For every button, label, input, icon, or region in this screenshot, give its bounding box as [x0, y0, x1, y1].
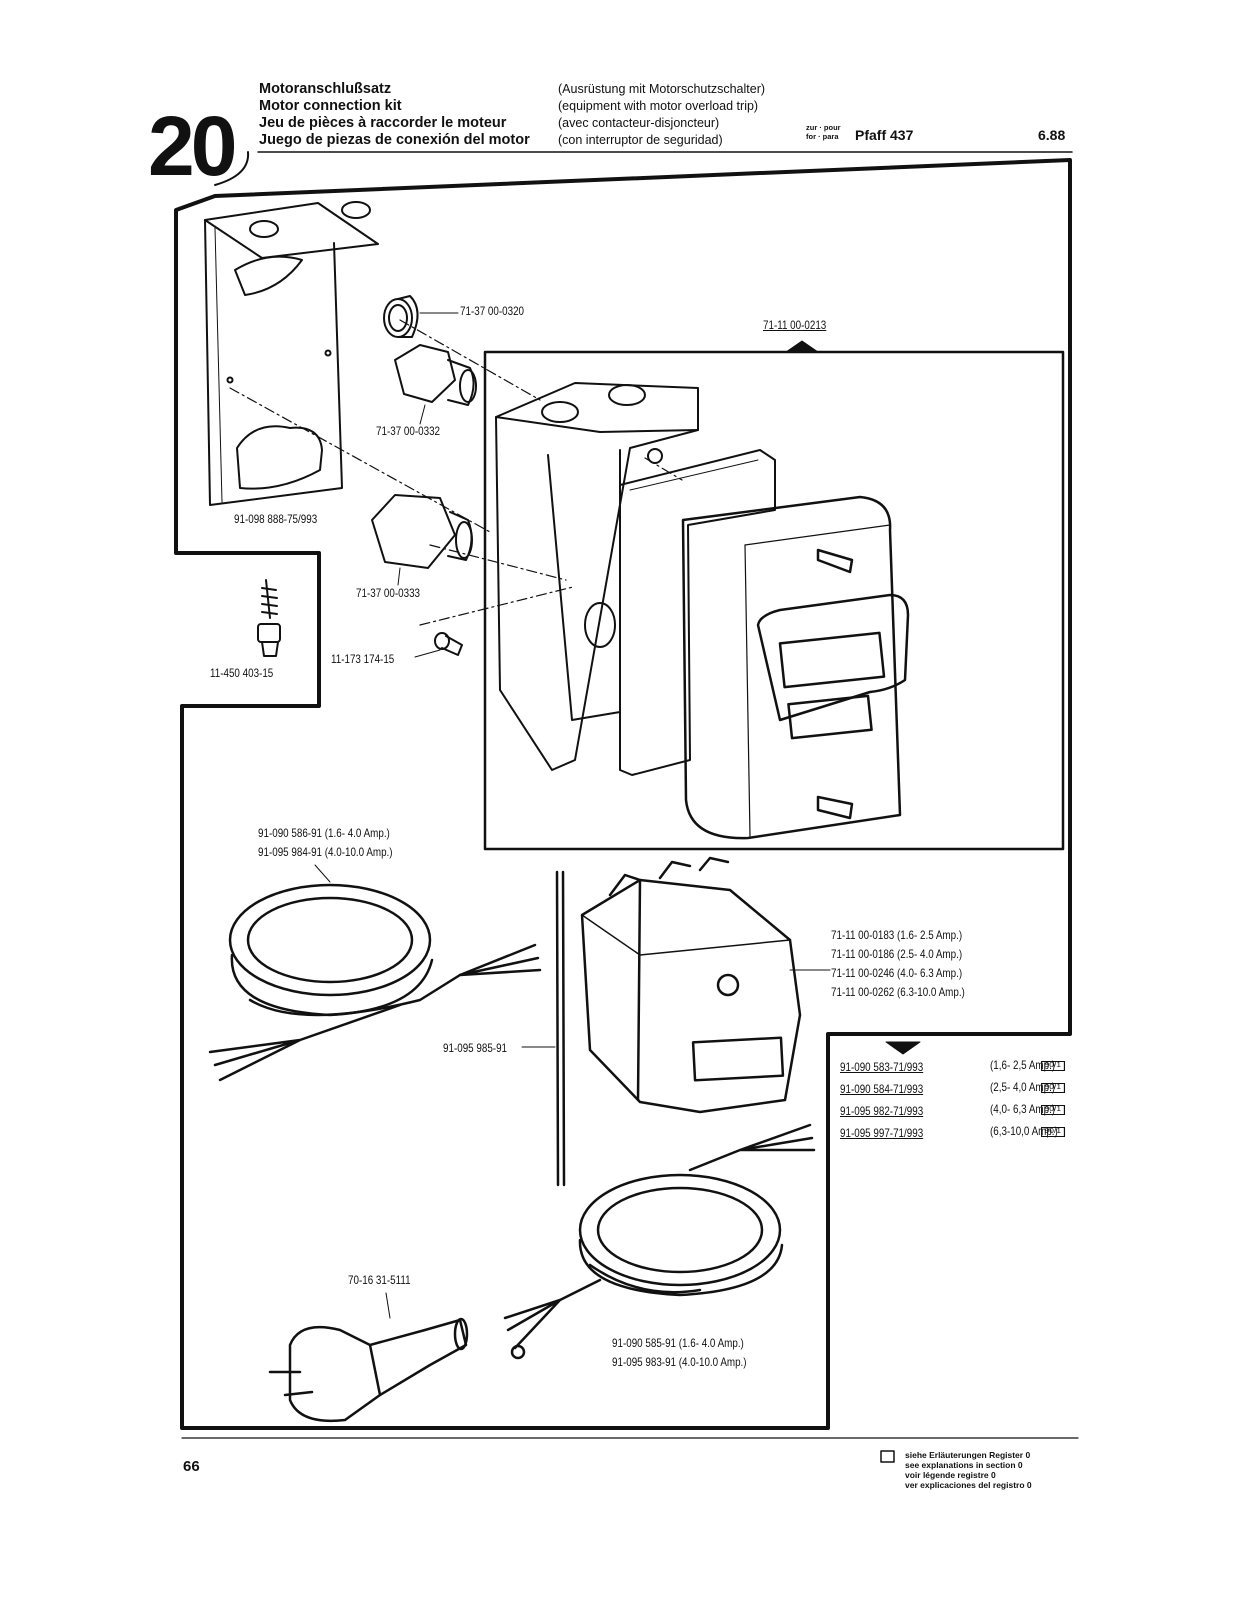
page-number: 66: [183, 1458, 200, 1475]
footer-note-es: ver explicaciones del registro 0: [905, 1480, 1032, 1490]
footer-note-de: siehe Erläuterungen Register 0: [905, 1450, 1031, 1460]
part-label-gland-large: 71-37 00-0333: [356, 586, 421, 600]
kit-number: 91-090 584-71/993: [840, 1082, 924, 1096]
part-label-cable-b-2: 91-095 983-91 (4.0-10.0 Amp.): [612, 1355, 747, 1369]
for-label-1: zur · pour: [806, 123, 841, 132]
kit-badge: 90/1: [1039, 1057, 1065, 1075]
footer-note-en: see explanations in section 0: [905, 1460, 1023, 1470]
part-label-wood-screw: 11-450 403-15: [210, 666, 274, 680]
subtitle-es: (con interruptor de seguridad): [558, 133, 723, 147]
title-es: Juego de piezas de conexión del motor: [259, 132, 530, 148]
part-label-cable-a-1: 91-090 586-91 (1.6- 4.0 Amp.): [258, 826, 390, 840]
kit-row: 91-090 583-71/993: [840, 1058, 941, 1076]
kit-number: 91-095 982-71/993: [840, 1104, 924, 1118]
cover-drawing: [681, 495, 910, 840]
machine-model: Pfaff 437: [855, 127, 914, 143]
part-label-cable-b-1: 91-090 585-91 (1.6- 4.0 Amp.): [612, 1336, 744, 1350]
title-en: Motor connection kit: [259, 98, 402, 114]
kit-badge: 90/1: [1039, 1123, 1065, 1141]
part-label-plug: 70-16 31-5111: [348, 1273, 411, 1287]
footer-note-fr: voir légende registre 0: [905, 1470, 996, 1480]
contactor-drawing: [580, 856, 831, 1114]
part-label-plug-ring: 71-37 00-0320: [460, 304, 525, 318]
title-fr: Jeu de pièces à raccorder le moteur: [259, 115, 507, 131]
contactor-label-3: 71-11 00-0246 (4.0- 6.3 Amp.): [831, 966, 963, 980]
subtitle-de: (Ausrüstung mit Motorschutzschalter): [558, 82, 766, 96]
housing-drawing: [495, 382, 699, 771]
kit-range: (2,5- 4,0 Amp.): [990, 1080, 1056, 1094]
edition-date: 6.88: [1038, 127, 1066, 143]
contactor-label-2: 71-11 00-0186 (2.5- 4.0 Amp.): [831, 947, 963, 961]
subtitle-fr: (avec contacteur-disjoncteur): [558, 116, 720, 130]
kit-badge: 90/1: [1039, 1079, 1065, 1097]
subtitle-en: (equipment with motor overload trip): [558, 99, 759, 113]
section-number: 20: [148, 99, 237, 193]
kit-row: 91-095 997-71/993: [840, 1124, 941, 1142]
cable-b-drawing: [503, 1123, 816, 1360]
part-label-cable-a-2: 91-095 984-91 (4.0-10.0 Amp.): [258, 845, 393, 859]
part-label-rod: 91-095 985-91: [443, 1041, 508, 1055]
part-label-bracket: 91-098 888-75/993: [234, 512, 318, 526]
plug-drawing: [268, 1292, 469, 1422]
kit-range: (1,6- 2,5 Amp.): [990, 1058, 1056, 1072]
kit-number: 91-095 997-71/993: [840, 1126, 924, 1140]
kit-row: 91-095 982-71/993: [840, 1102, 941, 1120]
cable-a-drawing: [208, 864, 542, 1082]
kit-range: (6,3-10,0 Amp.): [990, 1124, 1058, 1138]
kit-range: (4,0- 6,3 Amp.): [990, 1102, 1056, 1116]
contactor-label-1: 71-11 00-0183 (1.6- 2.5 Amp.): [831, 928, 963, 942]
kit-badge: 90/1: [1039, 1101, 1065, 1119]
part-label-housing-assembly: 71-11 00-0213: [763, 318, 827, 332]
title-de: Motoranschlußsatz: [259, 81, 392, 97]
contactor-label-4: 71-11 00-0262 (6.3-10.0 Amp.): [831, 985, 965, 999]
bracket-drawing: [204, 201, 379, 506]
part-label-gland-small: 71-37 00-0332: [376, 424, 441, 438]
part-label-screw-small: 11-173 174-15: [331, 652, 395, 666]
kit-row: 91-090 584-71/993: [840, 1080, 941, 1098]
kit-number: 91-090 583-71/993: [840, 1060, 924, 1074]
for-label-2: for · para: [806, 132, 839, 141]
